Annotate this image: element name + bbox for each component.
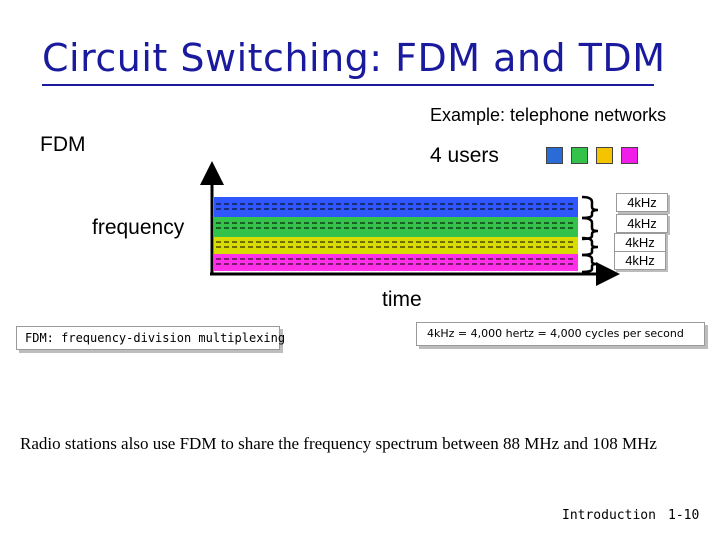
frequency-band-3 <box>214 237 578 254</box>
bandwidth-label-3: 4kHz <box>614 233 666 252</box>
fdm-definition-box: FDM: frequency-division multiplexing <box>16 326 285 350</box>
frequency-axis-label: frequency <box>92 216 185 239</box>
users-label: 4 users <box>430 144 499 167</box>
user-swatch-2 <box>571 147 588 164</box>
title-underline <box>42 84 654 86</box>
frequency-band-4 <box>214 254 578 271</box>
bandwidth-label-4: 4kHz <box>614 251 666 270</box>
fdm-label: FDM <box>40 133 86 156</box>
bandwidth-label-2: 4kHz <box>616 214 668 233</box>
user-swatch-4 <box>621 147 638 164</box>
example-label: Example: telephone networks <box>430 105 667 125</box>
khz-definition-box: 4kHz = 4,000 hertz = 4,000 cycles per se… <box>416 322 705 346</box>
time-axis-label: time <box>382 288 422 311</box>
user-swatch-1 <box>546 147 563 164</box>
band-brace-4 <box>581 253 599 274</box>
footer-section: Introduction <box>562 508 656 523</box>
band-brace-1 <box>581 195 599 220</box>
frequency-band-2 <box>214 217 578 237</box>
band-brace-2 <box>581 216 599 241</box>
radio-note: Radio stations also use FDM to share the… <box>20 434 657 453</box>
slide-title: Circuit Switching: FDM and TDM <box>42 36 666 80</box>
frequency-band-1 <box>214 197 578 217</box>
user-swatch-3 <box>596 147 613 164</box>
fdm-diagram <box>200 161 620 286</box>
bandwidth-label-1: 4kHz <box>616 193 668 212</box>
band-brace-3 <box>581 236 599 257</box>
band-dashed-lines <box>216 203 576 265</box>
footer-page-number: 1-10 <box>668 508 700 523</box>
band-braces <box>581 195 599 274</box>
